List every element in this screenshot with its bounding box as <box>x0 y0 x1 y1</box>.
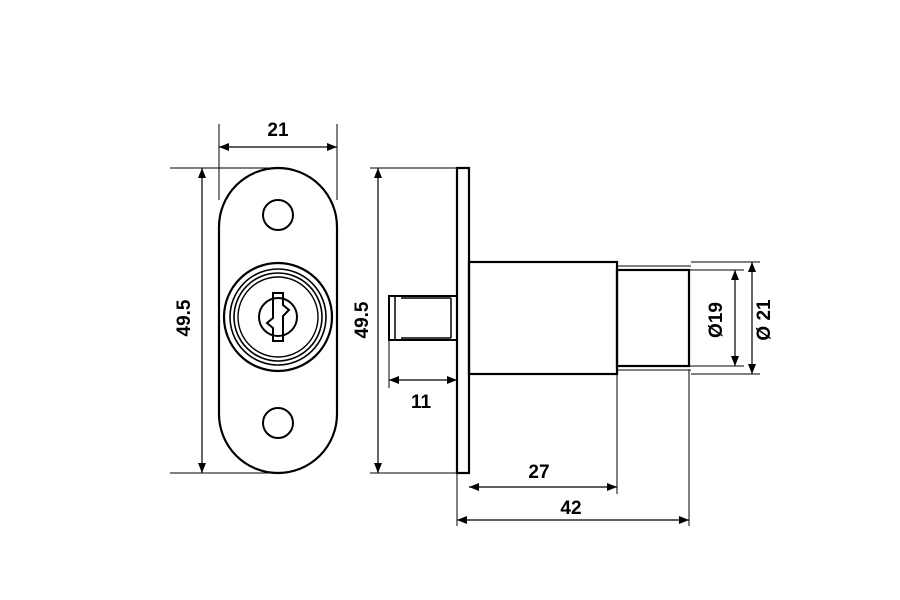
bolt-length-label: 11 <box>411 392 432 413</box>
side-view: 49.5 11 27 42 Ø19 <box>352 166 775 526</box>
body-length-label: 27 <box>528 462 549 483</box>
diameter-large-dimension: Ø 21 <box>691 261 775 375</box>
screw-hole-bottom <box>262 407 294 439</box>
side-height-label: 49.5 <box>352 301 373 338</box>
front-width-label: 21 <box>267 120 289 141</box>
front-view: 21 49.5 <box>170 120 339 475</box>
front-height-dimension: 49.5 <box>170 167 278 474</box>
diameter-small-label: Ø19 <box>706 302 727 338</box>
diameter-small-dimension: Ø19 <box>689 269 744 367</box>
faceplate-outline <box>217 166 339 475</box>
keyway-icon <box>265 292 291 342</box>
screw-hole-top <box>262 199 294 231</box>
body-length-dimension: 27 <box>456 374 618 526</box>
diameter-large-label: Ø 21 <box>754 299 775 341</box>
front-width-dimension: 21 <box>218 120 338 200</box>
front-height-label: 49.5 <box>174 299 195 336</box>
bolt-stub <box>388 295 458 341</box>
plunger <box>615 265 691 371</box>
bolt-length-dimension: 11 <box>388 340 457 413</box>
total-length-dimension: 42 <box>457 370 690 526</box>
side-faceplate <box>455 166 471 475</box>
lock-body <box>467 260 619 376</box>
lock-cylinder-face <box>222 261 334 373</box>
total-length-label: 42 <box>560 498 581 519</box>
side-height-dimension: 49.5 <box>352 167 457 474</box>
